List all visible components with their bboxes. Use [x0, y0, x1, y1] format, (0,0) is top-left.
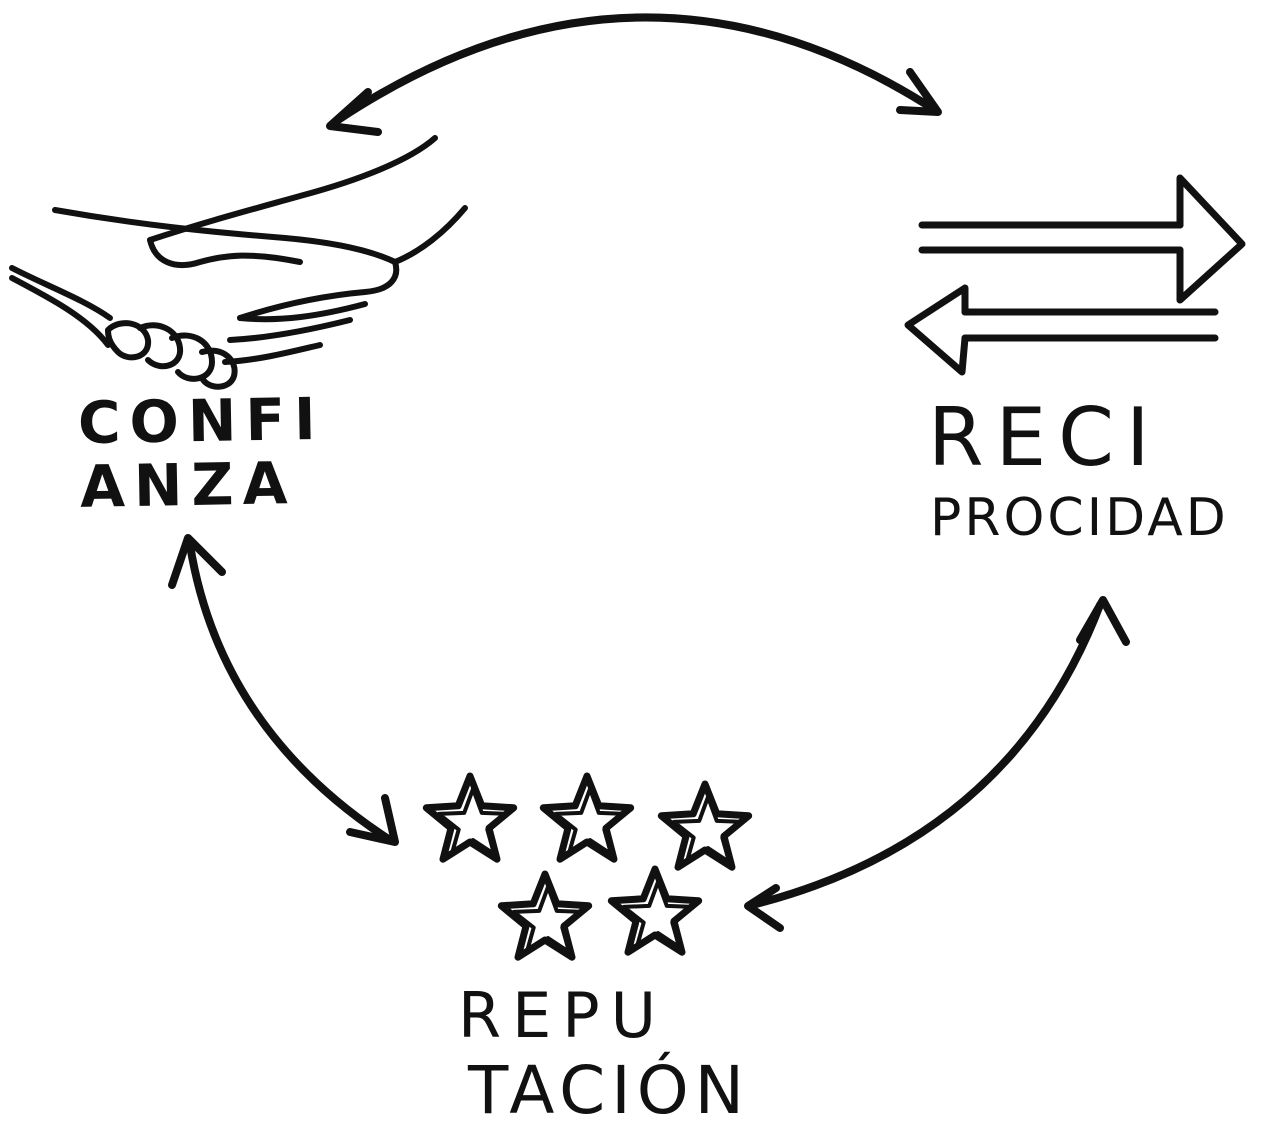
handshake-icon	[9, 135, 468, 390]
rating-star-inner-stroke	[621, 880, 695, 950]
label-reciprocidad-line-2: PROCIDAD	[930, 488, 1229, 548]
rating-star-inner-stroke	[553, 787, 627, 857]
edge-reciprocidad-reputacion	[744, 596, 1130, 932]
label-reciprocidad-line-1: RECI	[928, 391, 1162, 484]
edge-confianza-reciprocidad	[326, 13, 942, 136]
label-confianza-line-2: ANZA	[79, 449, 297, 521]
label-reputacion-line-2: TACIÓN	[468, 1052, 751, 1129]
label-reputacion-line-1: REPU	[458, 979, 668, 1052]
exchange-arrows-icon	[904, 174, 1246, 376]
rating-star-inner-stroke	[671, 795, 745, 865]
edge-confianza-reputacion	[168, 534, 399, 846]
label-confianza-line-1: CONFI	[77, 384, 326, 458]
five-stars-icon	[422, 772, 753, 961]
rating-star-inner-stroke	[436, 787, 510, 857]
rating-star-inner-stroke	[511, 885, 585, 955]
